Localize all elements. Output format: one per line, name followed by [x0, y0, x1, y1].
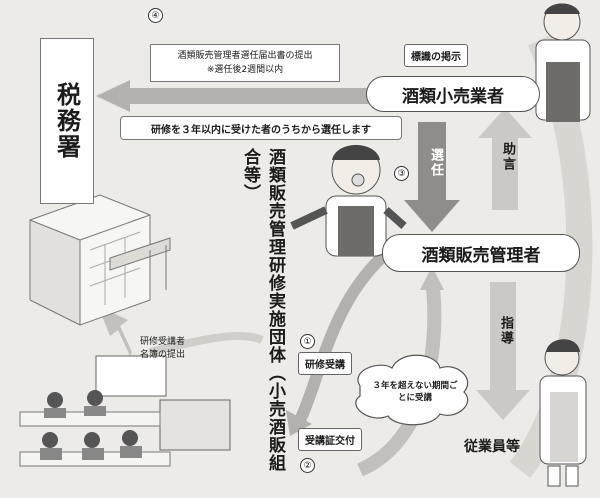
submission-note: 酒類販売管理者選任届出書の提出 ※選任後2週間以内 [150, 44, 340, 82]
training-org-label: 酒類販売管理研修実施団体（小売酒販組合等） [240, 148, 285, 472]
manager-label: 酒類販売管理者 [421, 245, 541, 266]
roster-line-1: 研修受講者 [140, 337, 186, 347]
sign-tag: 標識の掲示 [404, 44, 468, 67]
tax-office-label: 税務署 [52, 82, 81, 160]
arrow-advise [478, 108, 532, 210]
appoint-label: 選任 [428, 148, 443, 178]
roster-line-2: 名簿の提出 [140, 350, 186, 360]
arrow-cert-curve [294, 245, 394, 423]
step-4-marker: ④ [148, 8, 163, 23]
arrow-appoint [404, 122, 460, 232]
step-3-marker: ③ [394, 166, 409, 181]
guide-label: 指導 [498, 316, 513, 346]
roster-note: 研修受講者 名簿の提出 [140, 336, 185, 362]
link-line [149, 331, 264, 356]
training-org-box: 酒類販売管理研修実施団体（小売酒販組合等） [240, 148, 285, 482]
tax-office-box: 税務署 [40, 38, 94, 204]
certificate-tag: 受講証交付 [298, 428, 362, 451]
employee-figure [539, 339, 587, 487]
arrow-submission [96, 80, 372, 112]
employees-label: 従業員等 [464, 439, 520, 455]
arrow-roster [98, 306, 132, 356]
advise-label: 助言 [500, 142, 515, 172]
retailer-node: 酒類小売業者 [366, 76, 540, 112]
manager-figure [290, 145, 407, 257]
retailer-figure [535, 3, 591, 122]
step-1-marker: ① [300, 334, 315, 349]
submission-deadline: ※選任後2週間以内 [206, 65, 284, 75]
selection-rule-text: 研修を３年以内に受けた者のうちから選任します [151, 124, 371, 136]
tax-office-building [29, 194, 171, 326]
retailer-label: 酒類小売業者 [402, 86, 504, 107]
cloud-text: ３年を超えない期間ごとに受講 [372, 381, 458, 403]
note-cloud [355, 354, 469, 426]
arrow-cert-head [286, 410, 312, 436]
submission-title: 酒類販売管理者選任届出書の提出 [177, 51, 313, 61]
classroom-illustration [19, 355, 231, 467]
arrow-training-head [420, 266, 444, 290]
training-tag: 研修受講 [298, 352, 352, 375]
manager-node: 酒類販売管理者 [382, 234, 580, 272]
selection-rule-note: 研修を３年以内に受けた者のうちから選任します [120, 116, 402, 140]
step-2-marker: ② [300, 458, 315, 473]
arrow-guide [476, 282, 530, 420]
